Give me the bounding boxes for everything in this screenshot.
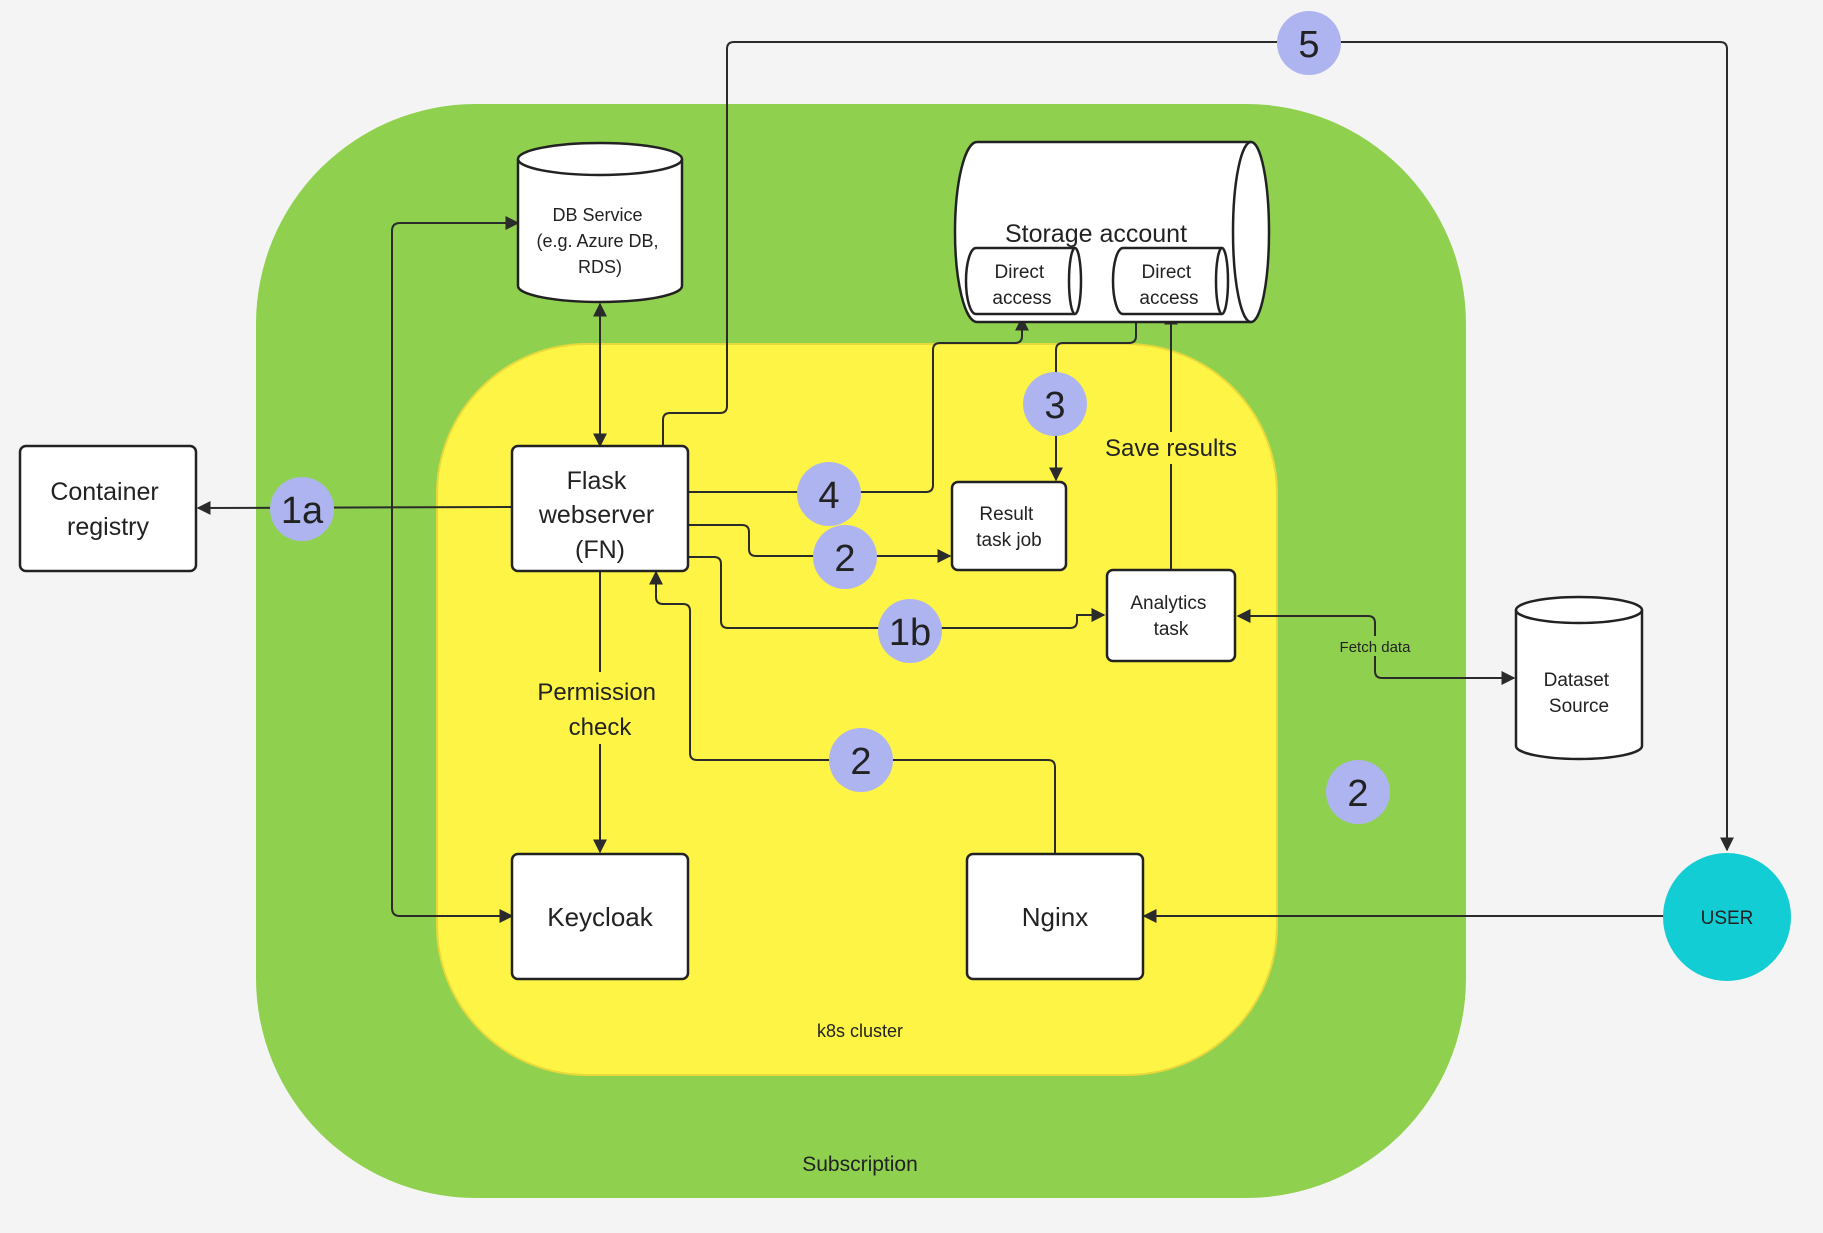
k8s-cluster-label: k8s cluster	[817, 1021, 903, 1041]
step-badge-1a: 1a	[270, 477, 334, 541]
direct-access-2-line2: access	[1139, 288, 1198, 309]
keycloak-node: Keycloak	[510, 852, 690, 981]
nginx-node: Nginx	[965, 852, 1145, 981]
storage-account-end	[1231, 140, 1271, 324]
step-badge-3: 3	[1023, 372, 1087, 436]
flask-registry-connector	[196, 500, 513, 515]
flask-result-connector	[689, 524, 952, 563]
container-registry-line1: Container	[50, 478, 158, 506]
dataset-source-line2: Source	[1549, 696, 1609, 717]
storage-result-connector	[1049, 314, 1137, 482]
analytics-task-node: Analytics task	[1105, 568, 1237, 663]
db-service-body	[516, 159, 684, 304]
dataset-source-body	[1514, 610, 1644, 761]
subscription-label: Subscription	[802, 1153, 918, 1176]
db-keycloak-connector	[391, 216, 520, 923]
permission-check-label-bg	[530, 672, 670, 744]
flask-user-connector	[662, 41, 1734, 852]
container-registry-line2: registry	[67, 513, 149, 541]
user-node: USER	[1663, 853, 1791, 981]
svg-text:Container registry: Container registry	[50, 478, 165, 541]
step-badge-4: 4	[797, 462, 861, 526]
flask-webserver-node: Flask webserver (FN)	[510, 444, 690, 573]
fetch-data-label-bg	[1336, 636, 1414, 656]
dataset-source-node: Dataset Source	[1514, 595, 1644, 761]
save-results-label: Save results	[1105, 435, 1237, 462]
save-results-label-bg	[1098, 432, 1244, 464]
nginx-flask-connector	[649, 570, 1056, 854]
svg-text:Direct access: Direct access	[1139, 262, 1198, 309]
flask-storage-connector	[689, 316, 1029, 493]
user-label: USER	[1701, 908, 1754, 929]
direct-access-2: Direct access	[1111, 246, 1230, 316]
storage-account-label: Storage account	[1005, 220, 1187, 248]
step-badge-1b-label: 1b	[889, 612, 931, 654]
dataset-source-top	[1514, 595, 1644, 625]
analytics-task-line2: task	[1154, 619, 1189, 640]
fetch-data-label: Fetch data	[1340, 639, 1412, 656]
step-badge-1a-label: 1a	[281, 490, 324, 532]
keycloak-label: Keycloak	[547, 902, 653, 932]
svg-text:Direct access: Direct access	[992, 262, 1051, 309]
step-badge-2-outside-label: 2	[1347, 773, 1368, 815]
flask-analytics-connector	[689, 556, 1106, 629]
step-badge-5: 5	[1277, 11, 1341, 75]
svg-text:Permission check: Permission check	[537, 679, 662, 741]
permission-check-line1: Permission	[537, 679, 656, 706]
svg-text:DB Service (e.g. Azure D: DB Service (e.g. Azure DB, RDS)	[536, 205, 663, 277]
container-registry-node: Container registry	[18, 444, 198, 573]
svg-text:Flask webserver (F: Flask webserver (FN)	[538, 467, 661, 564]
storage-account-node: Storage account Direct access Direct acc…	[953, 140, 1271, 324]
result-task-job-node: Result task job	[950, 480, 1068, 572]
step-badge-4-label: 4	[818, 475, 839, 517]
flask-line3: (FN)	[575, 536, 625, 564]
step-badge-2-result-label: 2	[834, 538, 855, 580]
permission-check-line2: check	[569, 714, 633, 741]
step-badge-3-label: 3	[1044, 385, 1065, 427]
result-task-job-line2: task job	[976, 530, 1041, 551]
svg-text:Dataset Source: Dataset Source	[1544, 670, 1615, 717]
nginx-label: Nginx	[1022, 902, 1088, 932]
result-task-job-line1: Result	[979, 504, 1034, 525]
db-service-node: DB Service (e.g. Azure DB, RDS)	[516, 141, 684, 304]
dataset-source-line1: Dataset	[1544, 670, 1610, 691]
direct-access-1-line1: Direct	[995, 262, 1045, 283]
db-service-top	[516, 141, 684, 177]
flask-line1: Flask	[567, 467, 627, 495]
svg-text:Result task job: Result task job	[976, 504, 1041, 551]
direct-access-1-line2: access	[992, 288, 1051, 309]
direct-access-2-line1: Direct	[1142, 262, 1192, 283]
db-service-label-line2: (e.g. Azure DB,	[536, 231, 658, 251]
step-badge-5-label: 5	[1298, 24, 1319, 66]
svg-text:Analytics task: Analytics task	[1130, 593, 1211, 640]
db-service-label-line1: DB Service	[552, 205, 642, 225]
step-badge-1b: 1b	[878, 599, 942, 663]
step-badge-2-nginx-label: 2	[850, 741, 871, 783]
step-badge-2-result: 2	[813, 525, 877, 589]
step-badge-2-nginx: 2	[829, 728, 893, 792]
connectors	[196, 41, 1734, 923]
step-badge-2-outside: 2	[1326, 760, 1390, 824]
direct-access-1: Direct access	[964, 246, 1083, 316]
db-service-label-line3: RDS)	[578, 257, 622, 277]
flask-line2: webserver	[538, 501, 654, 529]
analytics-task-line1: Analytics	[1130, 593, 1206, 614]
